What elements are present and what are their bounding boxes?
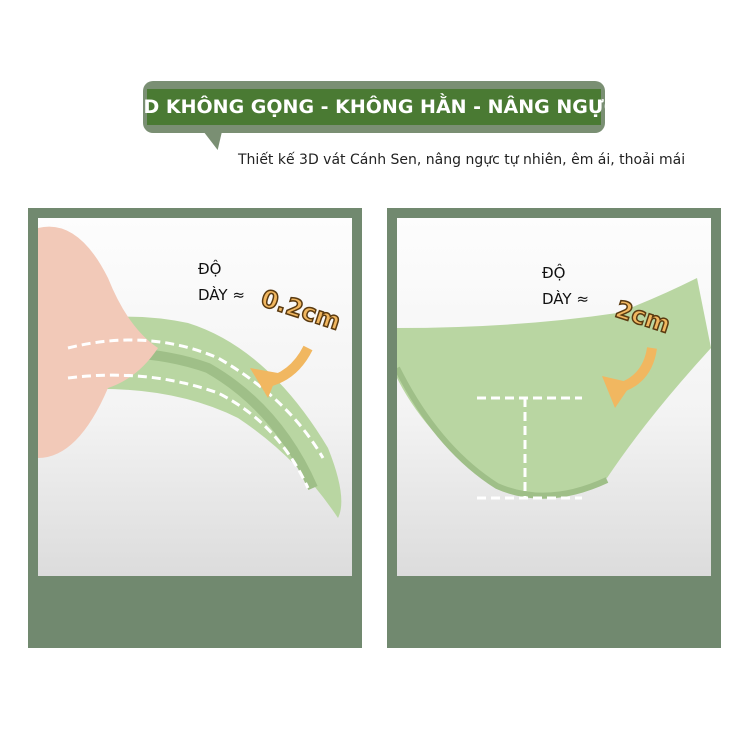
title-text: 3D KHÔNG GỌNG - KHÔNG HẰN - NÂNG NGỰC — [130, 96, 618, 118]
approx-icon: ≈ — [576, 290, 589, 308]
label-line1: ĐỘ — [542, 264, 566, 282]
thickness-label: ĐỘ DÀY ≈ — [198, 256, 245, 308]
thickness-label: ĐỘ DÀY ≈ — [542, 260, 589, 312]
title-banner: 3D KHÔNG GỌNG - KHÔNG HẰN - NÂNG NGỰC — [130, 81, 618, 133]
panel-thin-edge: ĐỘ DÀY ≈ 0.2cm — [28, 208, 362, 648]
foam-cup-thickness-illustration — [397, 278, 711, 500]
title-banner-inner: 3D KHÔNG GỌNG - KHÔNG HẰN - NÂNG NGỰC — [130, 89, 618, 125]
banner-tail — [202, 130, 228, 150]
panel-thick-cup: ĐỘ DÀY ≈ 2cm — [387, 208, 721, 648]
subtitle-text: Thiết kế 3D vát Cánh Sen, nâng ngực tự n… — [238, 152, 686, 168]
label-line2: DÀY ≈ — [198, 286, 245, 304]
foam-cup-edge-illustration — [38, 226, 342, 518]
approx-icon: ≈ — [232, 286, 245, 304]
label-line2: DÀY ≈ — [542, 290, 589, 308]
photo-thin-edge: ĐỘ DÀY ≈ 0.2cm — [38, 218, 352, 576]
photo-thick-cup: ĐỘ DÀY ≈ 2cm — [397, 218, 711, 576]
label-line1: ĐỘ — [198, 260, 222, 278]
